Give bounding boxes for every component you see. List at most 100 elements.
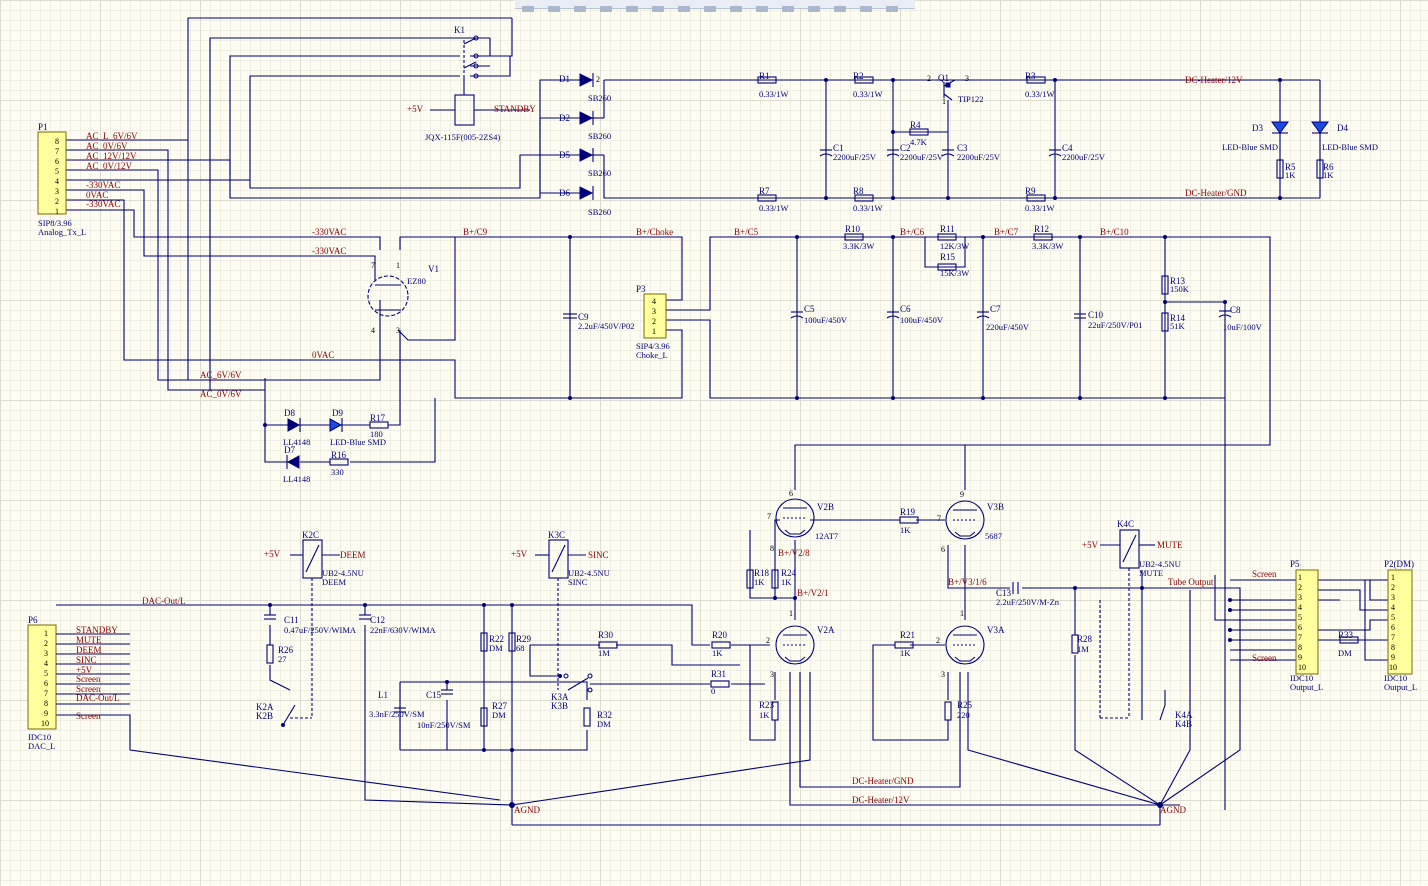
tube-v3b[interactable]: V3B 5687 9 7 6 [937, 490, 1004, 554]
r26-designator: R26 [278, 645, 294, 655]
line-icon[interactable] [808, 6, 820, 12]
capacitor-c15[interactable]: C15 10nF/250V/SM [417, 689, 471, 730]
noerc-icon[interactable] [730, 6, 742, 12]
p6-connector[interactable]: 1 2 3 4 5 6 7 8 9 10 P6 IDC10 DAC_L [27, 615, 57, 751]
resistor-r14[interactable]: R14 51K [1161, 312, 1186, 332]
arc-icon[interactable] [782, 6, 794, 12]
capacitor-c13[interactable]: C13 2.2uF/250V/M-Zn [996, 582, 1060, 607]
resistor-r25[interactable]: R25 220 [944, 700, 973, 721]
v2b-value: 12AT7 [815, 531, 838, 541]
capacitor-c4[interactable]: C4 2200uF/25V [1048, 143, 1106, 162]
p2-pin-9: 9 [1391, 653, 1395, 662]
resistor-r22[interactable]: R22 DM [480, 632, 504, 653]
diode-d2[interactable]: D2 SB260 [559, 111, 611, 141]
k2b-designator: K2B [256, 711, 273, 721]
p3-connector[interactable]: 4 3 2 1 P3 SIP4/3.96 Choke_L [636, 284, 670, 360]
capacitor-c1[interactable]: C1 2200uF/25V [819, 143, 877, 162]
resistor-r24[interactable]: R24 1K [771, 568, 797, 589]
resistor-r17[interactable]: R17 180 [369, 413, 389, 439]
diode-d8[interactable]: D8 LL4148 [283, 408, 310, 447]
resistor-r16[interactable]: R16 330 [329, 450, 349, 477]
polygon-icon[interactable] [886, 6, 898, 12]
v2a-pin-3: 3 [770, 670, 774, 679]
led-d9[interactable]: D9 LED-Blue SMD [329, 408, 386, 447]
resistor-r33[interactable]: R33 DM [1338, 630, 1359, 658]
resistor-r30[interactable]: R30 1M [598, 630, 618, 658]
capacitor-c8[interactable]: C8 10uF/100V [1218, 305, 1263, 332]
tube-v2a[interactable]: V2A 1 2 3 [766, 609, 835, 679]
rect-icon[interactable] [834, 6, 846, 12]
resistor-r32[interactable]: R32 DM [583, 707, 612, 729]
transistor-q1[interactable]: Q1 TIP122 2 1 3 [927, 73, 984, 106]
power-icon[interactable] [626, 6, 638, 12]
p6-pin-10: 10 [41, 719, 49, 728]
ground-icon[interactable] [652, 6, 664, 12]
bus-icon[interactable] [574, 6, 586, 12]
diode-d1[interactable]: D1 SB260 2 [559, 73, 611, 103]
resistor-r12[interactable]: R12 3.3K/3W [1032, 224, 1063, 251]
capacitor-c2[interactable]: C2 2200uF/25V [886, 143, 944, 162]
r13-value: 150K [1170, 284, 1190, 294]
resistor-r19[interactable]: R19 1K [899, 507, 919, 535]
select-icon[interactable] [522, 6, 534, 12]
resistor-r18[interactable]: R18 1K [746, 568, 770, 589]
resistor-r9[interactable]: R9 0.33/1W [1025, 186, 1055, 213]
resistor-r31[interactable]: R31 0 [710, 669, 730, 696]
r22-value: DM [489, 643, 503, 653]
v2a-designator: V2A [817, 625, 835, 635]
resistor-r29[interactable]: R29 68 [508, 632, 532, 653]
resistor-r20[interactable]: R20 1K [711, 630, 731, 658]
p5-connector[interactable]: 1 2 3 4 5 6 7 8 9 10 P5 IDC10 Output_L [1290, 559, 1323, 692]
net-m330vac-2: -330VAC [312, 246, 346, 256]
capacitor-c5[interactable]: C5 100uF/450V [790, 304, 848, 325]
r6-value: 1K [1323, 170, 1334, 180]
tube-v2b[interactable]: V2B 12AT7 6 7 8 [767, 489, 838, 553]
tube-v1[interactable]: V1 EZ80 7 1 4 3 [367, 261, 439, 335]
diode-d7[interactable]: D7 LL4148 [283, 445, 310, 484]
resistor-r7[interactable]: R7 0.33/1W [757, 186, 789, 213]
k4-relay[interactable]: K4C UB2-4.5NU MUTE MUTE +5V K4A K4B [1082, 519, 1193, 729]
k2-relay[interactable]: K2C UB2-4.5NU DEEM DEEM +5V K2A K2B [256, 530, 366, 726]
led-d3[interactable]: D3 LED-Blue SMD [1222, 121, 1289, 152]
k3-relay[interactable]: K3C UB2-4.5NU SINC SINC +5V K3A K3B [511, 530, 610, 711]
diode-d6[interactable]: D6 SB260 [559, 186, 611, 217]
p2-connector[interactable]: 1 2 3 4 5 6 7 8 9 10 P2(DM) IDC10 Output… [1384, 559, 1417, 692]
resistor-r10[interactable]: R10 3.3K/3W [843, 224, 874, 251]
resistor-r28[interactable]: R28 1M [1071, 634, 1093, 654]
c15-value: 10nF/250V/SM [417, 720, 471, 730]
p1-connector[interactable]: 8 7 6 5 4 3 2 1 P1 SIP8/3.96 Analog_Tx_L [37, 122, 86, 237]
k1-relay[interactable]: K1 JQX-115F(005-2ZS4) +5V STANDBY [407, 25, 536, 142]
wire-icon[interactable] [548, 6, 560, 12]
capacitor-c9[interactable]: C9 2.2uF/450V/P02 [563, 312, 634, 331]
resistor-r11[interactable]: R11 12K/3W [937, 224, 969, 251]
ellipse-icon[interactable] [860, 6, 872, 12]
diode-d5[interactable]: D5 SB260 [559, 148, 611, 178]
resistor-r13[interactable]: R13 150K [1161, 275, 1190, 295]
capacitor-c3[interactable]: C3 2200uF/25V [941, 143, 1001, 162]
resistor-r6[interactable]: R6 1K [1316, 159, 1334, 180]
text-icon[interactable] [756, 6, 768, 12]
capacitor-c11[interactable]: C11 0.47uF/250V/WIMA [264, 614, 357, 635]
capacitor-c12[interactable]: C12 22nF/630V/WIMA [359, 614, 437, 635]
led-d4[interactable]: D4 LED-Blue SMD [1311, 121, 1378, 152]
resistor-r1[interactable]: R1 0.33/1W [757, 71, 789, 99]
resistor-r8[interactable]: R8 0.33/1W [853, 186, 883, 213]
resistor-r2[interactable]: R2 0.33/1W [853, 71, 883, 99]
capacitor-c6[interactable]: C6 100uF/450V [886, 304, 944, 325]
capacitor-c10[interactable]: C10 22uF/250V/P01 [1074, 310, 1142, 330]
resistor-r3[interactable]: R3 0.33/1W [1025, 71, 1055, 99]
resistor-r26[interactable]: R26 27 [266, 644, 294, 664]
resistor-r15[interactable]: R15 15K/3W [937, 252, 969, 278]
resistor-r4[interactable]: R4 4.7K [909, 120, 929, 147]
resistor-r21[interactable]: R21 1K [894, 630, 915, 658]
tube-v3a[interactable]: V3A 1 2 3 [936, 609, 1005, 679]
resistor-r23[interactable]: R23 1K [759, 700, 779, 721]
r27-value: DM [492, 710, 506, 720]
port-icon[interactable] [704, 6, 716, 12]
resistor-r27[interactable]: R27 DM [480, 701, 508, 727]
capacitor-c7[interactable]: C7 220uF/450V [976, 304, 1030, 332]
netlabel-icon[interactable] [600, 6, 612, 12]
capacitor-l1[interactable]: L1 3.3nF/250V/SM [369, 690, 425, 719]
part-icon[interactable] [678, 6, 690, 12]
resistor-r5[interactable]: R5 1K [1276, 159, 1296, 180]
